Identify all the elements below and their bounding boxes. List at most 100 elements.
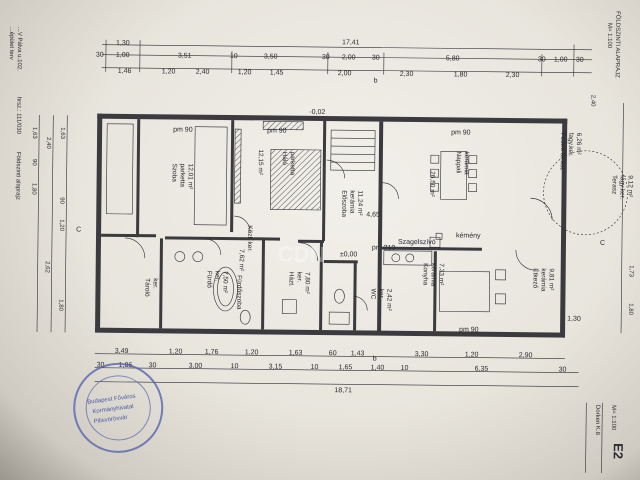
dim-bottom-5: 1,63 — [289, 350, 303, 357]
stair — [330, 129, 376, 171]
room-nappali-area: 26,50 m² — [428, 171, 435, 198]
left-margin-info: ...épület terv ...V Pálva u.102. hrsz.: … — [8, 27, 22, 200]
watermark: CDN — [278, 242, 326, 267]
label-level: ±0,00 — [340, 251, 358, 258]
misc-labels: pm 90 pm 90 pm 90 pm 90 pm 210 kémény Sz… — [76, 78, 605, 363]
label-pm90-a: pm 90 — [173, 126, 193, 133]
left-title: Földszinti alaprajz — [14, 152, 21, 200]
dim-right-2: 1,73 — [628, 265, 634, 277]
stamp-line-3: Pilisvörösvár — [93, 415, 128, 425]
room-konyha-floor: kerámia — [430, 263, 437, 287]
room-furdo-area: 7,50 m² — [221, 271, 228, 294]
room-konyha-area: 7,33 m² — [438, 263, 445, 286]
dim-bottom-3: 1,76 — [205, 349, 219, 356]
dim-top-r2-4: 1,20 — [238, 69, 252, 76]
label-fan: Szagelszívó — [398, 239, 436, 246]
dim-overall-bottom: 18,71 — [334, 387, 352, 394]
dim-bottom-8: 3,30 — [415, 351, 429, 358]
dim-left-9: 1,80 — [57, 299, 63, 311]
room-eloszoba-name: Előszoba — [340, 190, 347, 217]
room-etkezo-name: Étkező — [532, 268, 541, 288]
dim-top-5: 10 — [230, 53, 238, 60]
dim-top-r2-5: 1,45 — [270, 69, 284, 76]
label-pm90-c: pm 90 — [451, 129, 471, 136]
margin-line-2: ...V Pálva u.102. — [16, 27, 22, 71]
room-terasz-floor: fagy.ker. — [618, 175, 625, 199]
room-konyha-name: Konyha — [422, 263, 429, 286]
kitchen-fixtures — [383, 232, 506, 313]
label-chimney: kémény — [456, 232, 481, 239]
margin-line-1: ...épület terv — [8, 27, 14, 60]
building-walls — [95, 113, 568, 338]
room-szoba-name: Szoba — [171, 163, 178, 182]
dim-top-9: 30 — [372, 55, 380, 62]
dim-top-1: 1,30 — [116, 40, 130, 47]
dim-right-3: 1,80 — [627, 303, 633, 315]
dims-right: 2,40 1,73 1,80 1,30 — [567, 95, 634, 334]
dim-bottom-r2-10: 10 — [401, 365, 409, 372]
dim-left-1: 1,63 — [31, 127, 37, 139]
dim-top-13: 30 — [576, 57, 584, 64]
dim-bottom-r2-2: 1,86 — [119, 362, 133, 369]
margin-line-3: hrsz.: 111/030 — [15, 97, 21, 135]
room-wc-name: WC — [369, 289, 376, 300]
dim-bottom-4: 1,20 — [245, 349, 259, 356]
dim-top-2: 30 — [96, 52, 104, 59]
room-tarolo-floor: ker. — [151, 278, 158, 289]
dim-top-r2-2: 1,20 — [162, 68, 176, 75]
room-labels: Szoba parketta 12,01 m² Háló parketta 12… — [143, 132, 633, 311]
room-nappali-floor: kerámia — [463, 151, 470, 175]
room-hazt-name: Házt. — [288, 272, 295, 287]
label-elev-top: 4,65 — [366, 211, 380, 218]
label-section-b-top: b — [374, 78, 378, 85]
dim-left-2: 90 — [31, 159, 37, 166]
dining-table — [430, 150, 478, 200]
room-nappali-name: Nappali — [455, 151, 462, 173]
dim-top-6: 3,50 — [264, 53, 278, 60]
stamp-line-2: Kormányhivatal — [92, 404, 134, 415]
room-szoba-area: 12,01 m² — [187, 164, 194, 191]
paper: ...épület terv ...V Pálva u.102. hrsz.: … — [8, 11, 634, 473]
label-section-c-left: C — [76, 226, 81, 233]
bath-fixtures — [174, 251, 350, 325]
dim-bottom-10: 2,90 — [519, 352, 533, 359]
room-etkezo-floor: kerámia — [539, 268, 546, 292]
dim-bottom-1: 3,49 — [115, 348, 129, 355]
dim-top-7: 30 — [322, 54, 330, 61]
room-furdo-name: Fürdő — [205, 271, 212, 288]
dim-bottom-r2-11: 6,35 — [475, 366, 489, 373]
plan-title: FÖLDSZINTI ALAPRAJZ — [614, 11, 622, 78]
dim-top-r2-1: 1,46 — [118, 68, 132, 75]
dim-top-10: 5,80 — [446, 55, 460, 62]
room-halo-area: 12,15 m² — [257, 149, 264, 176]
dim-bottom-r2-4: 3,00 — [189, 363, 203, 370]
room-hazt-floor: ker. — [296, 272, 303, 283]
dim-bottom-9: 1,20 — [465, 352, 479, 359]
room-wc-floor: ker. — [377, 289, 384, 300]
dim-bottom-7: 1,43 — [351, 350, 365, 357]
right-title-block: FÖLDSZINTI ALAPRAJZ M= 1:100 — [606, 11, 622, 78]
dim-top-3: 1,00 — [116, 52, 130, 59]
dim-left-7: 1,20 — [58, 219, 64, 231]
dim-top-r2-7: 2,30 — [400, 71, 414, 78]
label-pm90-b: pm 90 — [267, 127, 287, 134]
label-pm90-d: pm 90 — [459, 326, 479, 333]
sheet-number: E2 — [611, 443, 626, 459]
dim-bottom-r2-9: 1,40 — [371, 365, 385, 372]
dims-bottom: 3,49 1,20 1,76 1,20 1,63 60 1,43 3,30 1,… — [94, 348, 579, 394]
dim-bottom-r2-8: 1,65 — [339, 364, 353, 371]
dim-bottom-r2-3: 30 — [149, 362, 157, 369]
room-furdoszoba-name: Fürdőszoba — [235, 275, 242, 310]
bottom-scale: M= 1:100 — [610, 405, 616, 431]
dim-top-4: 3,51 — [178, 53, 192, 60]
room-halo-name: Háló — [281, 152, 288, 166]
dim-top-r2-9: 2,30 — [506, 72, 520, 79]
dim-right-1: 2,40 — [589, 95, 595, 107]
dim-top-11: 30 — [538, 56, 546, 63]
room-tarolo-name: Tároló — [143, 278, 150, 297]
door-swings — [125, 150, 628, 311]
dims-left: 1,63 90 1,80 2,40 1,63 90 1,20 2,62 1,80 — [30, 115, 68, 333]
room-terasz-name: Terasz — [610, 175, 617, 194]
